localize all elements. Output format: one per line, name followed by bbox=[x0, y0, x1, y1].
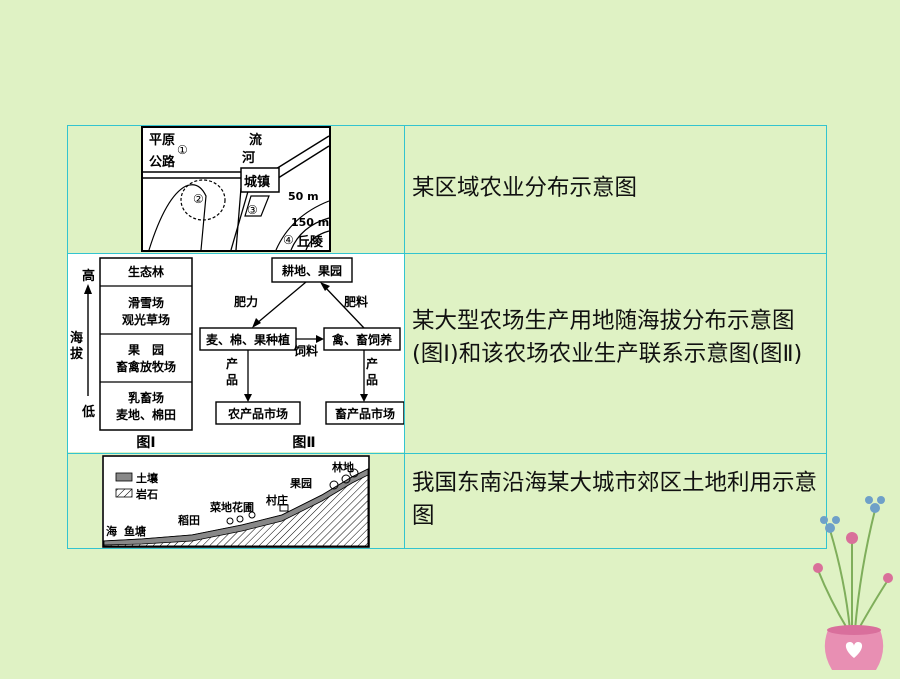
profile-label-forest: 林地 bbox=[332, 460, 354, 474]
fig2-label-fertility: 肥力 bbox=[234, 294, 258, 309]
fig2-right-box: 禽、畜饲养 bbox=[331, 332, 392, 347]
table-border-right bbox=[826, 125, 827, 549]
fig1-axis-name-1: 海 bbox=[70, 330, 83, 346]
fig2-market-left: 农产品市场 bbox=[227, 406, 288, 421]
farm-diagram-figure: 高 海 拔 低 生态林 滑雪场 观光草场 果 园 畜禽放牧场 乳畜场 麦地、棉田… bbox=[68, 254, 404, 452]
fig2-label-product-left-2: 品 bbox=[226, 373, 238, 387]
map-label-plain: 平原 bbox=[149, 133, 175, 148]
fig2-market-right: 畜产品市场 bbox=[335, 406, 395, 421]
fig2-label-product-right-2: 品 bbox=[366, 373, 378, 387]
map-label-n3: ③ bbox=[247, 203, 258, 217]
land-use-profile-figure: 土壤 岩石 海 鱼塘 稻田 菜地花圃 村庄 果园 林地 bbox=[102, 455, 370, 548]
map-label-n4: ④ bbox=[283, 233, 294, 247]
fig1-zone-4-line2: 麦地、棉田 bbox=[116, 407, 176, 422]
fig1-zone-1: 生态林 bbox=[128, 264, 164, 279]
legend-soil: 土壤 bbox=[136, 471, 159, 485]
profile-label-sea: 海 bbox=[106, 524, 117, 538]
fig1-axis-name-2: 拔 bbox=[70, 346, 84, 362]
map-label-river-1: 流 bbox=[249, 132, 262, 148]
fig2-caption: 图Ⅱ bbox=[292, 435, 315, 451]
row1-description: 某区域农业分布示意图 bbox=[412, 175, 638, 201]
profile-label-veg-flower: 菜地花圃 bbox=[209, 500, 254, 514]
map-label-road: 公路 bbox=[149, 154, 176, 170]
regional-map-figure: 城镇 平原 ① 公路 流 河 ② ③ 50 m 150 m ④ 丘陵 bbox=[141, 126, 331, 252]
flower-vase-decoration bbox=[800, 470, 900, 675]
fig1-zone-3-line1: 果 园 bbox=[127, 343, 164, 357]
row2-description: 某大型农场生产用地随海拔分布示意图(图Ⅰ)和该农场农业生产联系示意图(图Ⅱ) bbox=[412, 308, 803, 367]
map-label-n1: ① bbox=[177, 143, 188, 157]
fig2-left-box: 麦、棉、果种植 bbox=[206, 332, 290, 347]
map-label-river-2: 河 bbox=[242, 150, 255, 166]
map-label-contour-50: 50 m bbox=[288, 190, 319, 203]
table-border-bottom bbox=[67, 548, 827, 549]
fig2-label-manure: 肥料 bbox=[344, 294, 368, 309]
fig1-zone-3-line2: 畜禽放牧场 bbox=[116, 359, 176, 374]
fig2-label-product-right-1: 产 bbox=[366, 356, 378, 371]
fig1-zone-4-line1: 乳畜场 bbox=[128, 390, 164, 405]
map-label-hill: 丘陵 bbox=[297, 234, 324, 250]
table-divider-2 bbox=[67, 453, 827, 454]
legend-rock: 岩石 bbox=[135, 487, 158, 501]
fig1-caption: 图Ⅰ bbox=[136, 435, 155, 451]
profile-label-village: 村庄 bbox=[266, 493, 288, 507]
profile-label-paddy: 稻田 bbox=[178, 513, 200, 527]
fig1-axis-high: 高 bbox=[82, 268, 95, 284]
map-label-n2: ② bbox=[193, 192, 204, 206]
fig2-label-feed: 饲料 bbox=[293, 343, 318, 358]
fig2-label-product-left-1: 产 bbox=[226, 356, 238, 371]
profile-label-orchard: 果园 bbox=[289, 477, 312, 490]
fig2-top-box: 耕地、果园 bbox=[282, 263, 342, 278]
fig1-zone-2-line2: 观光草场 bbox=[122, 312, 170, 327]
map-label-contour-150: 150 m bbox=[291, 216, 329, 229]
map-label-town: 城镇 bbox=[244, 174, 270, 190]
table-column-divider bbox=[404, 125, 405, 549]
profile-label-fishpond: 鱼塘 bbox=[124, 524, 146, 538]
fig1-zone-2-line1: 滑雪场 bbox=[128, 295, 164, 310]
fig1-axis-low: 低 bbox=[81, 404, 95, 420]
table-border-top bbox=[67, 125, 827, 126]
table-border-left bbox=[67, 125, 68, 549]
table-divider-1 bbox=[67, 253, 827, 254]
row3-description: 我国东南沿海某大城市郊区土地利用示意图 bbox=[412, 470, 818, 529]
